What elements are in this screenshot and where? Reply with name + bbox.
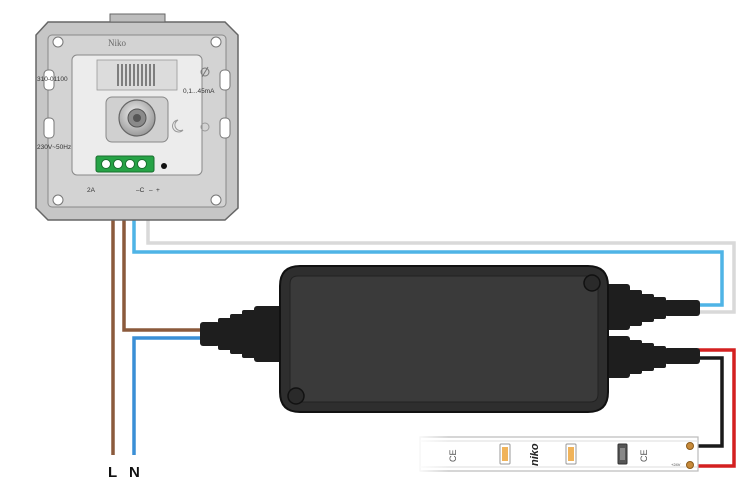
dimmer-voltage: 230V~50Hz: [37, 144, 71, 151]
red-positive-wire: [695, 348, 736, 468]
dimmer-mechanism: Niko 310-01100 0,1...45mA 230V~50Hz 2A –…: [35, 13, 239, 221]
dimmer-model: 310-01100: [37, 76, 68, 83]
dimmer-brand: Niko: [108, 38, 127, 48]
driver-output-boot: [600, 336, 700, 378]
bulb-icon-2: [200, 122, 210, 132]
blue-control-wire: [132, 170, 724, 307]
status-dot: [161, 163, 167, 169]
live-wire-label: L: [108, 464, 117, 481]
driver-control-boot: [600, 284, 700, 330]
led-driver: [200, 265, 700, 413]
terminal-label-c: –C: [136, 187, 145, 194]
terminal-label-plus: +: [156, 187, 160, 194]
black-negative-wire: [695, 356, 724, 448]
screw-top-left: [52, 36, 64, 48]
vent-slots: [117, 64, 155, 86]
neutral-wire-label: N: [129, 464, 140, 481]
terminal-screws: [101, 159, 147, 169]
blue-neutral-wire: [132, 336, 205, 455]
moon-icon: [172, 119, 184, 133]
screw-top-right: [210, 36, 222, 48]
bulb-icon: [200, 66, 210, 78]
terminal-label-2a: 2A: [87, 187, 96, 194]
driver-mount-hole-top: [583, 274, 601, 292]
led-strip: niko CE CE +24V: [415, 432, 699, 476]
driver-mount-hole-bottom: [287, 387, 305, 405]
brown-live-branch: [122, 170, 205, 332]
screw-bottom-right: [210, 194, 222, 206]
driver-input-boot: [200, 306, 284, 362]
dimmer-load-range: 0,1...45mA: [183, 88, 215, 95]
terminal-label-minus: –: [149, 187, 153, 194]
screw-bottom-left: [52, 194, 64, 206]
